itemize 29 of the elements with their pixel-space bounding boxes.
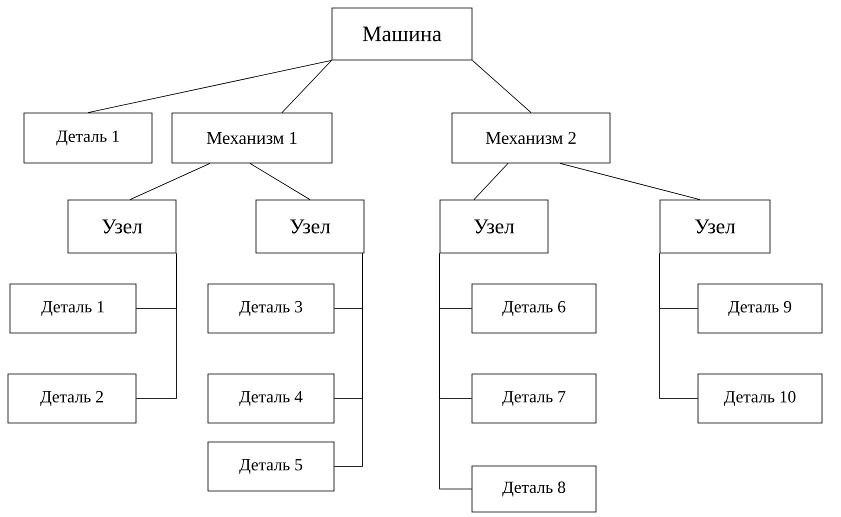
connector-line <box>130 163 210 200</box>
box: Деталь 5 <box>208 442 334 492</box>
box: Деталь 10 <box>698 374 822 424</box>
box: Деталь 3 <box>208 284 334 334</box>
box: Узел <box>256 200 364 254</box>
box: Механизм 1 <box>172 112 332 164</box>
box: Деталь 8 <box>472 466 596 512</box>
connector-line <box>88 60 332 113</box>
box: Деталь 6 <box>472 284 596 334</box>
connector-line <box>282 60 332 113</box>
box: Деталь 2 <box>8 374 136 424</box>
connector-line <box>136 253 177 399</box>
connector-line <box>439 253 472 490</box>
connector-line <box>250 163 310 200</box>
box: Деталь 7 <box>472 374 596 424</box>
box: Механизм 2 <box>452 112 610 164</box>
box: Узел <box>440 200 548 254</box>
box: Деталь 1 <box>24 112 152 164</box>
connector-line <box>474 163 508 200</box>
box: Деталь 4 <box>208 374 334 424</box>
box: Узел <box>68 200 176 254</box>
connector-line <box>659 253 698 399</box>
connector-line <box>334 253 363 467</box>
box: Деталь 1 <box>10 284 136 334</box>
connector-line <box>560 163 700 200</box>
connector-line <box>472 60 532 113</box>
box: Деталь 9 <box>698 284 822 334</box>
box: Машина <box>332 8 472 60</box>
box: Узел <box>660 200 770 254</box>
